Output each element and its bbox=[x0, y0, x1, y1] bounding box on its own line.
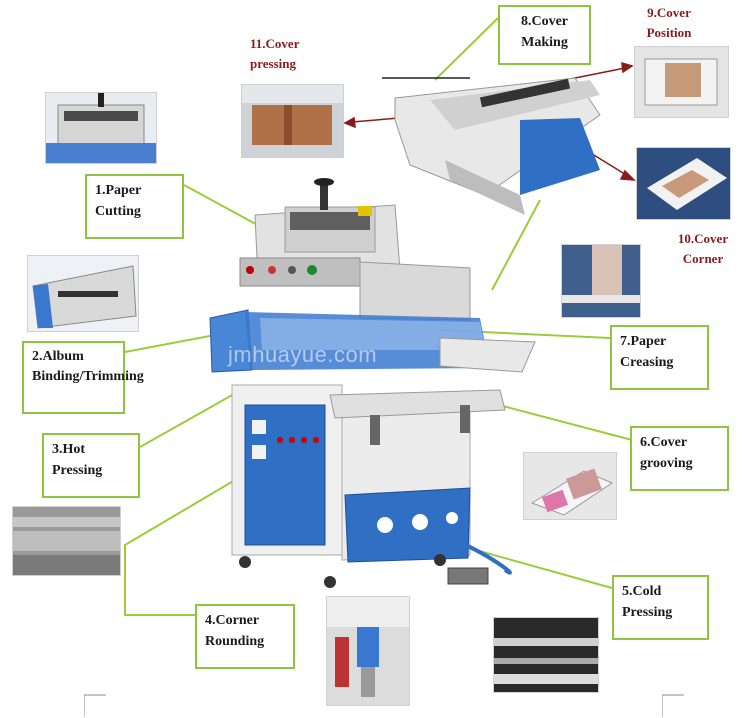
photo-corner-rounding bbox=[326, 596, 410, 706]
label-hot-pressing-text: 3.Hot Pressing bbox=[52, 442, 103, 478]
photo-hot-pressing bbox=[12, 506, 121, 576]
label-cold-pressing: 5.Cold Pressing bbox=[612, 575, 709, 640]
crop-mark-right bbox=[662, 694, 684, 717]
label-paper-creasing: 7.Paper Creasing bbox=[610, 325, 709, 390]
photo-cover-position bbox=[634, 46, 729, 118]
label-cover-making-text: 8.Cover Making bbox=[520, 14, 569, 50]
label-corner-rounding-text: 4.Corner Rounding bbox=[205, 613, 265, 649]
label-hot-pressing: 3.Hot Pressing bbox=[42, 433, 140, 498]
leader-corner-rounding bbox=[124, 479, 236, 616]
leader-cover-making-down bbox=[491, 199, 541, 291]
label-paper-creasing-text: 7.Paper Creasing bbox=[620, 334, 674, 370]
label-cold-pressing-text: 5.Cold Pressing bbox=[622, 584, 673, 620]
label-cover-making: 8.Cover Making bbox=[498, 5, 591, 65]
label-cover-pressing: 11.Cover pressing bbox=[250, 34, 330, 74]
photo-paper-creasing bbox=[561, 244, 641, 318]
label-cover-grooving-text: 6.Cover grooving bbox=[640, 435, 693, 471]
crop-mark-left bbox=[84, 694, 106, 717]
leader-cover-grooving bbox=[479, 399, 633, 441]
label-corner-rounding: 4.Corner Rounding bbox=[195, 604, 295, 669]
watermark: jmhuayue.com bbox=[228, 342, 378, 367]
label-cover-position: 9.Cover Position bbox=[634, 3, 704, 43]
photo-paper-cutter bbox=[45, 92, 157, 164]
photo-cover-pressing bbox=[241, 84, 344, 158]
photo-cover-corner bbox=[636, 147, 731, 220]
label-paper-cutting-text: 1.Paper Cutting bbox=[95, 183, 142, 219]
label-album-binding: 2.Album Binding/Trimming bbox=[22, 341, 144, 414]
photo-album-binding bbox=[27, 255, 139, 332]
label-cover-pressing-text: 11.Cover pressing bbox=[250, 36, 300, 71]
label-paper-cutting: 1.Paper Cutting bbox=[85, 174, 184, 239]
label-album-binding-text: 2.Album Binding/Trimming bbox=[32, 349, 144, 384]
photo-cover-grooving bbox=[523, 452, 617, 520]
label-cover-corner-text: 10.Cover Corner bbox=[677, 231, 729, 266]
leader-cover-making-up bbox=[434, 17, 499, 81]
label-cover-grooving: 6.Cover grooving bbox=[630, 426, 729, 491]
label-cover-corner: 10.Cover Corner bbox=[663, 229, 743, 269]
leader-album-binding bbox=[124, 334, 216, 353]
photo-cold-pressing bbox=[493, 617, 599, 693]
label-cover-position-text: 9.Cover Position bbox=[646, 5, 692, 40]
